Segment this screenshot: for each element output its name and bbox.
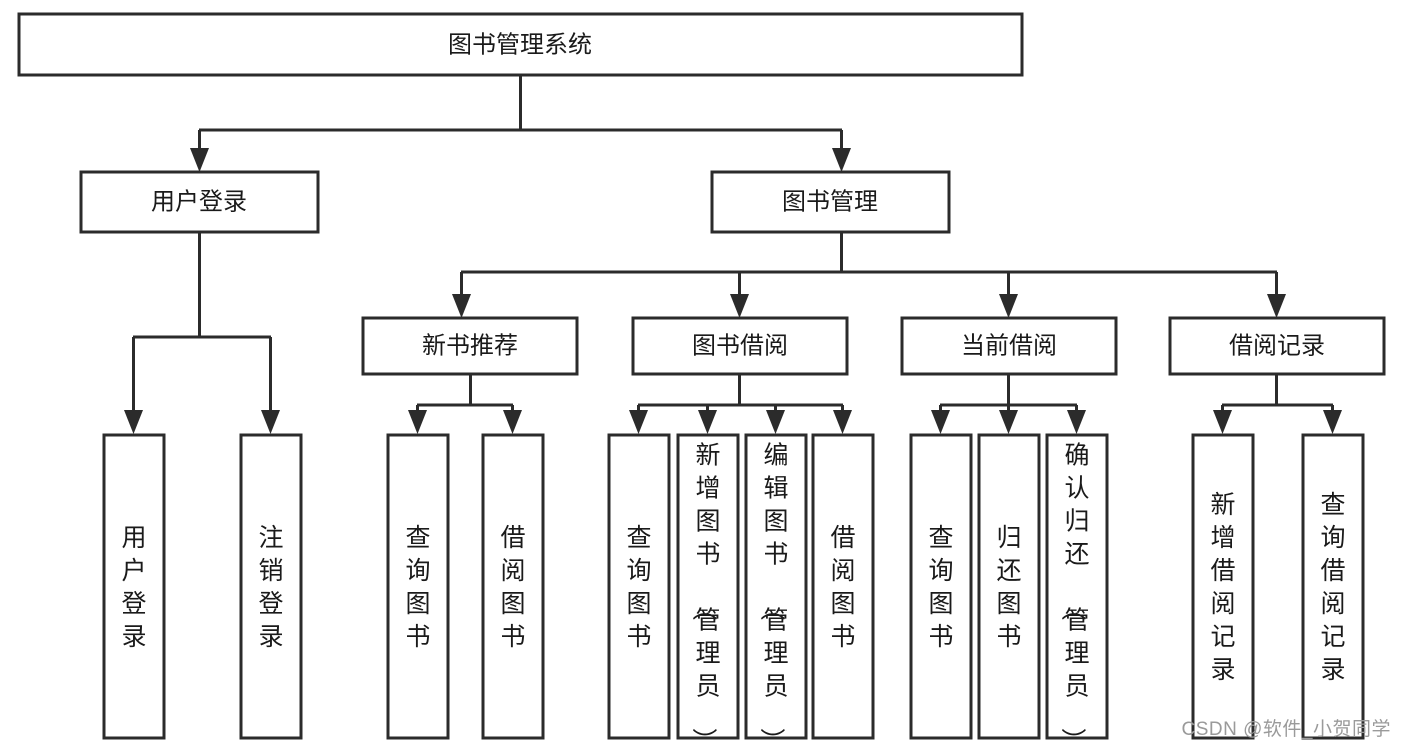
node-leaf-add-record[interactable]: 新增借阅记录 [1191, 433, 1255, 740]
arrowhead-leaf-logout [261, 410, 280, 434]
arrowhead-book-manage [832, 148, 851, 172]
node-leaf-add-record-box[interactable] [1191, 433, 1255, 740]
node-leaf-query-book-2-box[interactable] [607, 433, 671, 740]
arrowhead-leaf-query-book-2 [629, 410, 648, 434]
node-leaf-query-record-label: 查询借阅记录 [1320, 491, 1345, 684]
arrowhead-leaf-query-book-1 [408, 410, 427, 434]
arrowhead-leaf-add-record [1213, 410, 1232, 434]
node-leaf-add-book[interactable]: 新增图书（管理员） [676, 433, 740, 747]
node-leaf-query-book-1-label: 查询图书 [405, 524, 430, 651]
node-borrow-record[interactable]: 借阅记录 [1168, 316, 1386, 376]
node-leaf-user-login-box[interactable] [102, 433, 166, 740]
node-new-book-rec-label: 新书推荐 [422, 332, 518, 359]
node-leaf-user-login[interactable]: 用户登录 [102, 433, 166, 740]
node-leaf-query-book-2[interactable]: 查询图书 [607, 433, 671, 740]
node-book-manage-label: 图书管理 [782, 188, 878, 215]
node-leaf-query-book-1-box[interactable] [386, 433, 450, 740]
node-current-borrow-box[interactable] [900, 316, 1118, 376]
node-leaf-confirm-return-label: 确认归还（管理员） [1058, 442, 1089, 747]
node-borrow-record-box[interactable] [1168, 316, 1386, 376]
node-leaf-edit-book[interactable]: 编辑图书（管理员） [744, 433, 808, 747]
node-root-box[interactable] [17, 12, 1024, 77]
node-leaf-add-book-box[interactable] [676, 433, 740, 740]
node-leaf-query-book-1[interactable]: 查询图书 [386, 433, 450, 740]
node-new-book-rec[interactable]: 新书推荐 [361, 316, 579, 376]
node-current-borrow-label: 当前借阅 [961, 332, 1057, 359]
node-leaf-user-login-label: 用户登录 [121, 524, 146, 651]
node-new-book-rec-box[interactable] [361, 316, 579, 376]
arrowhead-leaf-query-book-3 [931, 410, 950, 434]
node-leaf-borrow-book-2-box[interactable] [811, 433, 875, 740]
node-leaf-confirm-return[interactable]: 确认归还（管理员） [1045, 433, 1109, 747]
arrowhead-leaf-return-book [999, 410, 1018, 434]
node-root-label: 图书管理系统 [448, 31, 592, 58]
node-leaf-query-book-3-box[interactable] [909, 433, 973, 740]
node-leaf-borrow-book-2[interactable]: 借阅图书 [811, 433, 875, 740]
arrowhead-leaf-add-book [698, 410, 717, 434]
csdn-watermark: CSDN @软件_小贺同学 [1181, 719, 1391, 740]
arrowhead-leaf-edit-book [766, 410, 785, 434]
node-leaf-query-record-box[interactable] [1301, 433, 1365, 740]
node-leaf-edit-book-label: 编辑图书（管理员） [757, 442, 788, 747]
node-book-borrow[interactable]: 图书借阅 [631, 316, 849, 376]
arrowhead-leaf-query-record [1323, 410, 1342, 434]
node-leaf-borrow-book-1-label: 借阅图书 [500, 524, 525, 651]
node-leaf-logout[interactable]: 注销登录 [239, 433, 303, 740]
node-leaf-logout-label: 注销登录 [258, 524, 283, 651]
node-leaf-query-record[interactable]: 查询借阅记录 [1301, 433, 1365, 740]
node-leaf-add-book-label: 新增图书（管理员） [689, 442, 720, 747]
node-leaf-borrow-book-1[interactable]: 借阅图书 [481, 433, 545, 740]
node-leaf-add-record-label: 新增借阅记录 [1210, 491, 1235, 684]
node-leaf-borrow-book-1-box[interactable] [481, 433, 545, 740]
node-root[interactable]: 图书管理系统 [17, 12, 1024, 77]
node-leaf-edit-book-box[interactable] [744, 433, 808, 740]
arrowhead-leaf-borrow-book-2 [833, 410, 852, 434]
node-leaf-confirm-return-box[interactable] [1045, 433, 1109, 740]
arrowhead-leaf-user-login [124, 410, 143, 434]
node-borrow-record-label: 借阅记录 [1229, 332, 1325, 359]
node-book-manage[interactable]: 图书管理 [710, 170, 951, 234]
node-leaf-logout-box[interactable] [239, 433, 303, 740]
arrowhead-new-book-rec [452, 294, 471, 318]
node-leaf-query-book-2-label: 查询图书 [626, 524, 651, 651]
node-leaf-return-book-label: 归还图书 [996, 524, 1021, 651]
node-user-login[interactable]: 用户登录 [79, 170, 320, 234]
arrowhead-current-borrow [999, 294, 1018, 318]
node-leaf-borrow-book-2-label: 借阅图书 [830, 524, 855, 651]
connector-group [124, 75, 1342, 434]
node-leaf-query-book-3-label: 查询图书 [928, 524, 953, 651]
arrowhead-user-login [190, 148, 209, 172]
node-current-borrow[interactable]: 当前借阅 [900, 316, 1118, 376]
node-user-login-label: 用户登录 [151, 188, 247, 215]
node-book-borrow-label: 图书借阅 [692, 332, 788, 359]
node-leaf-return-book-box[interactable] [977, 433, 1041, 740]
arrowhead-book-borrow [730, 294, 749, 318]
node-leaf-query-book-3[interactable]: 查询图书 [909, 433, 973, 740]
node-leaf-return-book[interactable]: 归还图书 [977, 433, 1041, 740]
node-book-manage-box[interactable] [710, 170, 951, 234]
node-user-login-box[interactable] [79, 170, 320, 234]
arrowhead-leaf-borrow-book-1 [503, 410, 522, 434]
node-book-borrow-box[interactable] [631, 316, 849, 376]
arrowhead-leaf-confirm-return [1067, 410, 1086, 434]
arrowhead-borrow-record [1267, 294, 1286, 318]
